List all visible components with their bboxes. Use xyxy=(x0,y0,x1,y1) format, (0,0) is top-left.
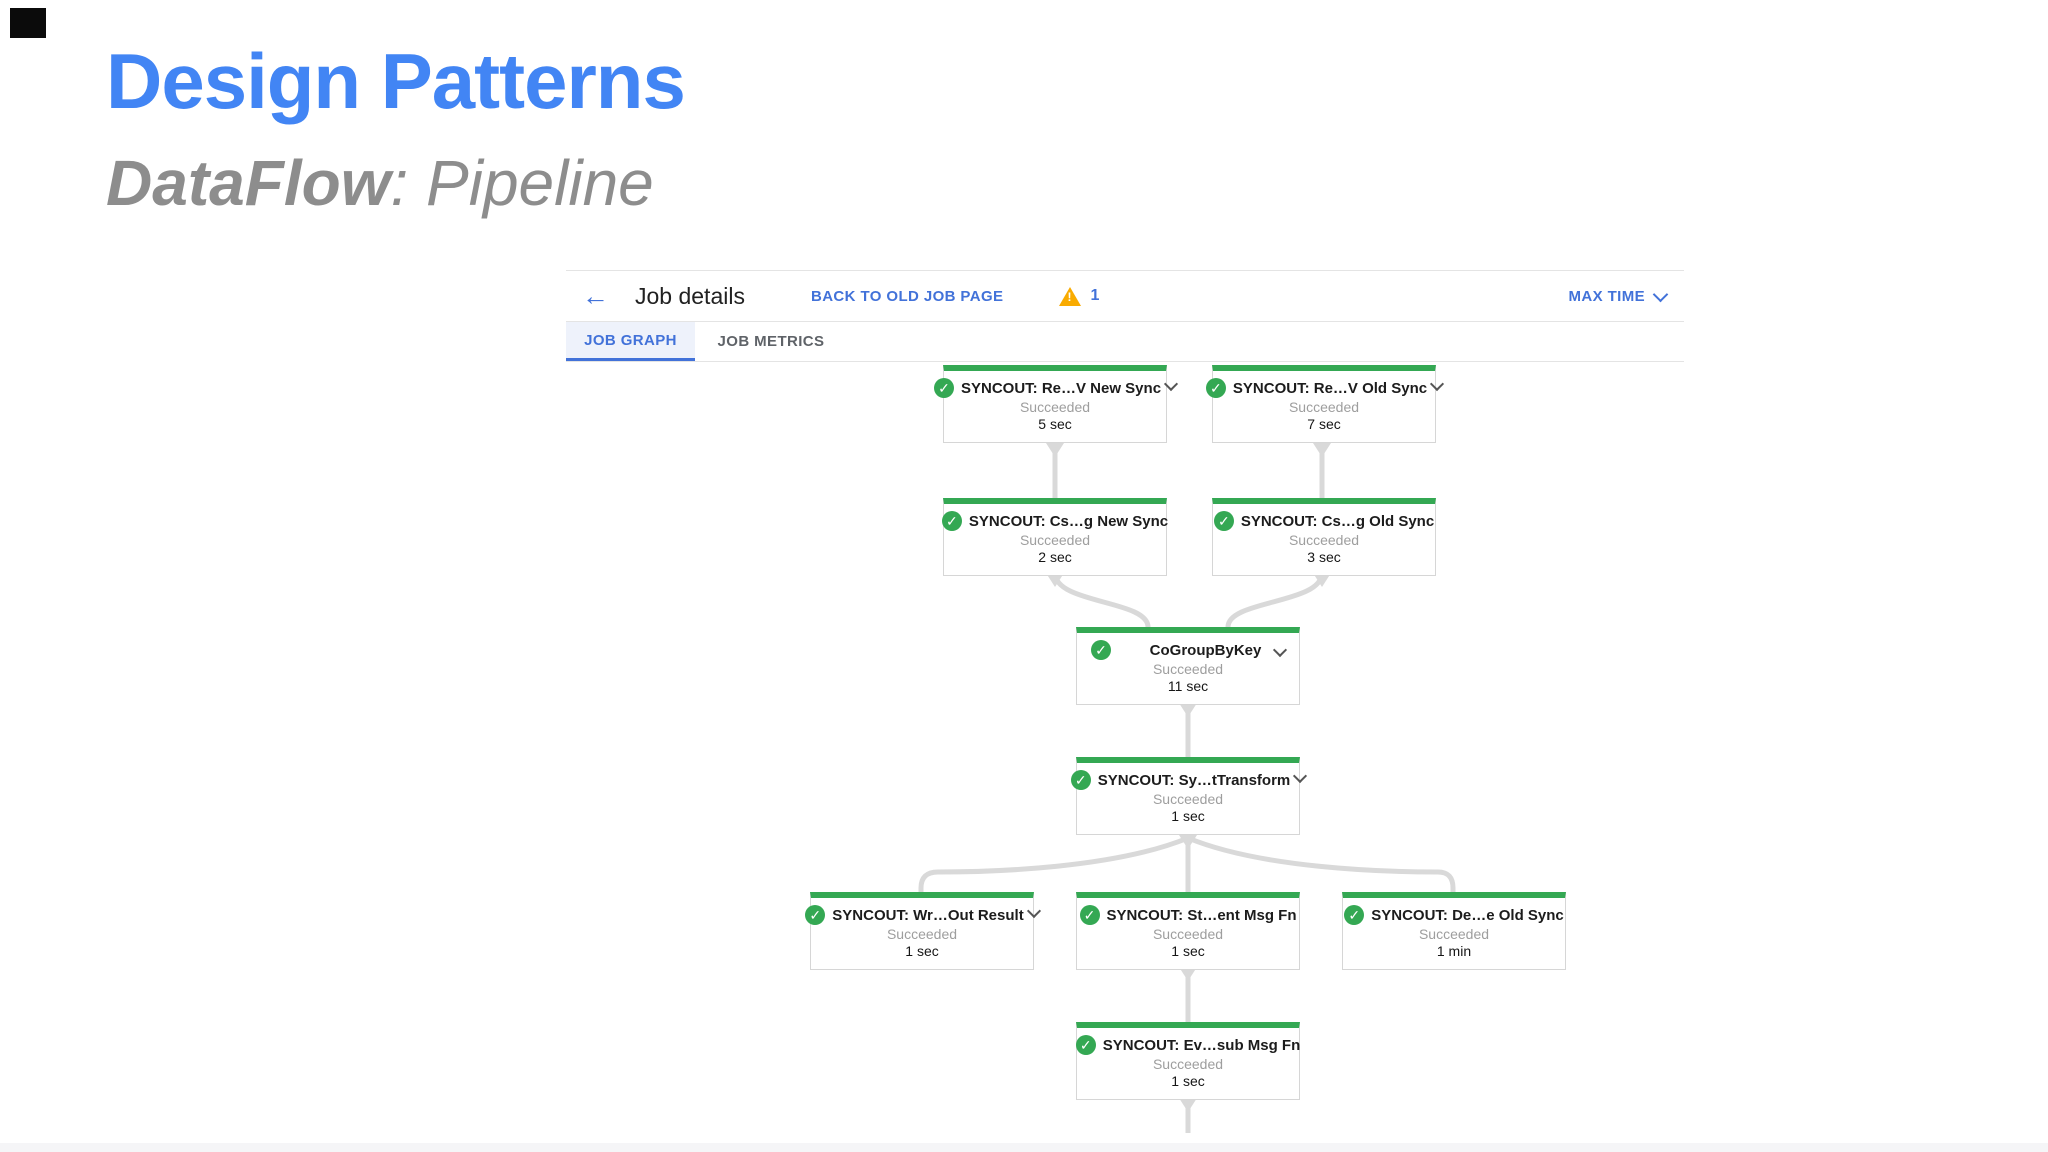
edge-stub xyxy=(1179,967,1197,981)
node-status: Succeeded xyxy=(1418,926,1490,942)
bottom-strip xyxy=(0,1143,2048,1152)
node-title: SYNCOUT: De…e Old Sync xyxy=(1371,906,1564,924)
node-title-row: ✓ SYNCOUT: Re…V Old Sync xyxy=(1205,376,1445,398)
check-circle-icon: ✓ xyxy=(933,378,954,398)
check-circle-icon: ✓ xyxy=(1344,905,1365,925)
node-status: Succeeded xyxy=(1288,532,1360,548)
node-status: Succeeded xyxy=(1152,1056,1224,1072)
warning-count: 1 xyxy=(1090,287,1100,304)
check-circle-icon: ✓ xyxy=(1205,378,1226,398)
check-circle-icon: ✓ xyxy=(805,905,826,925)
node-duration: 2 sec xyxy=(1038,549,1072,565)
node-status: Succeeded xyxy=(1019,399,1091,415)
check-circle-icon: ✓ xyxy=(1075,1035,1096,1055)
graph-node[interactable]: ✓ SYNCOUT: Cs…g Old Sync Succeeded 3 sec xyxy=(1212,498,1436,576)
node-title: SYNCOUT: Ev…sub Msg Fn xyxy=(1102,1036,1301,1054)
node-title: SYNCOUT: Cs…g New Sync xyxy=(968,512,1169,530)
slide-subtitle-product: DataFlow xyxy=(106,147,391,219)
edge xyxy=(918,835,1189,892)
slide-subtitle: DataFlow: Pipeline xyxy=(106,146,654,220)
edge-stub xyxy=(1179,835,1197,849)
node-duration: 1 sec xyxy=(1171,808,1205,824)
edge-stub xyxy=(1046,573,1064,587)
back-to-old-job-page-link[interactable]: BACK TO OLD JOB PAGE xyxy=(810,287,1004,305)
node-status: Succeeded xyxy=(1019,532,1091,548)
node-status: Succeeded xyxy=(886,926,958,942)
corner-mark xyxy=(10,8,46,38)
node-title: SYNCOUT: Re…V New Sync xyxy=(960,379,1162,397)
node-duration: 11 sec xyxy=(1167,678,1209,694)
node-status: Succeeded xyxy=(1288,399,1360,415)
edge xyxy=(1225,572,1325,628)
warning-icon xyxy=(1059,286,1082,306)
node-title: SYNCOUT: St…ent Msg Fn xyxy=(1106,906,1297,924)
edge-stub xyxy=(1313,573,1331,587)
back-arrow-icon[interactable]: ← xyxy=(582,280,609,311)
node-title-row: ✓ CoGroupByKey xyxy=(1077,640,1299,660)
node-status: Succeeded xyxy=(1152,926,1224,942)
check-circle-icon: ✓ xyxy=(1091,640,1111,660)
node-title-row: ✓ SYNCOUT: Cs…g Old Sync xyxy=(1213,511,1435,531)
node-status: Succeeded xyxy=(1152,661,1224,677)
tab-job-graph[interactable]: JOB GRAPH xyxy=(566,322,695,361)
graph-node[interactable]: ✓ SYNCOUT: De…e Old Sync Succeeded 1 min xyxy=(1342,892,1566,970)
node-title-row: ✓ SYNCOUT: De…e Old Sync xyxy=(1343,905,1565,925)
job-details-header: ← Job details BACK TO OLD JOB PAGE 1 MAX… xyxy=(566,270,1684,322)
graph-node[interactable]: ✓ SYNCOUT: Sy…tTransform Succeeded 1 sec xyxy=(1070,757,1308,835)
max-time-dropdown[interactable]: MAX TIME xyxy=(1568,286,1669,305)
graph-node[interactable]: ✓ CoGroupByKey Succeeded 11 sec xyxy=(1076,627,1300,705)
page-title: Job details xyxy=(635,282,745,309)
slide-subtitle-rest: : Pipeline xyxy=(390,147,654,219)
edge-stub xyxy=(1179,703,1197,717)
node-duration: 7 sec xyxy=(1307,416,1341,432)
edge-stub xyxy=(1046,443,1064,457)
node-title-row: ✓ SYNCOUT: St…ent Msg Fn xyxy=(1077,905,1299,925)
node-duration: 5 sec xyxy=(1038,416,1072,432)
job-details-panel: ← Job details BACK TO OLD JOB PAGE 1 MAX… xyxy=(566,270,1684,362)
graph-node[interactable]: ✓ SYNCOUT: Wr…Out Result Succeeded 1 sec xyxy=(805,892,1041,970)
check-circle-icon: ✓ xyxy=(1070,770,1091,790)
graph-node[interactable]: ✓ SYNCOUT: Ev…sub Msg Fn Succeeded 1 sec xyxy=(1075,1022,1301,1100)
node-title: SYNCOUT: Re…V Old Sync xyxy=(1232,379,1428,397)
node-duration: 1 sec xyxy=(1171,1073,1205,1089)
max-time-label: MAX TIME xyxy=(1568,287,1645,305)
check-circle-icon: ✓ xyxy=(1079,905,1100,925)
node-duration: 3 sec xyxy=(1307,549,1341,565)
tab-job-metrics[interactable]: JOB METRICS xyxy=(717,333,825,350)
graph-node[interactable]: ✓ SYNCOUT: Cs…g New Sync Succeeded 2 sec xyxy=(941,498,1169,576)
node-title-row: ✓ SYNCOUT: Re…V New Sync xyxy=(933,376,1179,398)
slide-title: Design Patterns xyxy=(106,37,686,125)
node-title-row: ✓ SYNCOUT: Cs…g New Sync xyxy=(941,511,1169,531)
node-duration: 1 sec xyxy=(1171,943,1205,959)
graph-node[interactable]: ✓ SYNCOUT: Re…V New Sync Succeeded 5 sec xyxy=(933,365,1179,443)
edge xyxy=(1052,572,1151,628)
node-title: CoGroupByKey xyxy=(1149,641,1262,659)
node-title-row: ✓ SYNCOUT: Sy…tTransform xyxy=(1070,768,1308,790)
check-circle-icon: ✓ xyxy=(941,511,962,531)
node-title: SYNCOUT: Sy…tTransform xyxy=(1097,771,1291,789)
node-title: SYNCOUT: Wr…Out Result xyxy=(832,906,1024,924)
node-title-row: ✓ SYNCOUT: Ev…sub Msg Fn xyxy=(1075,1035,1301,1055)
tab-bar: JOB GRAPH JOB METRICS xyxy=(566,322,1684,362)
check-circle-icon: ✓ xyxy=(1213,511,1234,531)
node-title-row: ✓ SYNCOUT: Wr…Out Result xyxy=(805,903,1041,925)
graph-node[interactable]: ✓ SYNCOUT: St…ent Msg Fn Succeeded 1 sec xyxy=(1076,892,1300,970)
edge-stub xyxy=(1313,443,1331,457)
node-duration: 1 sec xyxy=(905,943,939,959)
warning-badge[interactable]: 1 xyxy=(1059,286,1100,306)
node-status: Succeeded xyxy=(1152,791,1224,807)
edge xyxy=(1187,835,1456,892)
edge-stub xyxy=(1179,1098,1197,1112)
node-duration: 1 min xyxy=(1436,943,1472,959)
graph-node[interactable]: ✓ SYNCOUT: Re…V Old Sync Succeeded 7 sec xyxy=(1205,365,1445,443)
node-title: SYNCOUT: Cs…g Old Sync xyxy=(1240,512,1435,530)
